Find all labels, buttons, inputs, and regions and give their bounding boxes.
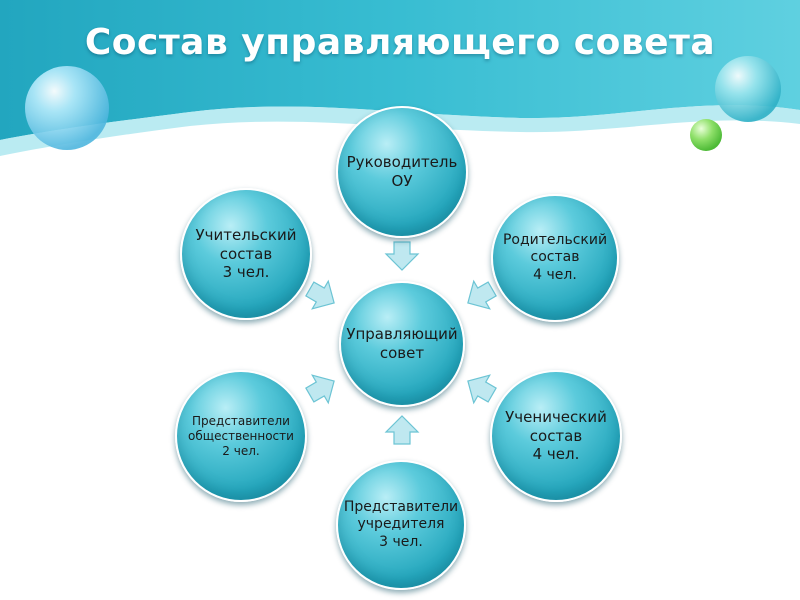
node-label: Ученический состав 4 чел. [505, 407, 607, 464]
node-head-of-school: Руководитель ОУ [336, 106, 468, 238]
node-public-representatives: Представители общественности 2 чел. [175, 370, 307, 502]
node-label: Представители общественности 2 чел. [188, 413, 294, 458]
decor-bubble-right [715, 56, 781, 122]
node-students: Ученический состав 4 чел. [490, 370, 622, 502]
arrow-from-top [384, 241, 420, 271]
arrow-from-top-right [467, 279, 497, 310]
arrow-from-top-left [305, 279, 335, 310]
node-founder-representatives: Представители учредителя 3 чел. [336, 460, 466, 590]
node-label: Родительский состав 4 чел. [502, 231, 608, 283]
decor-green-ball [690, 119, 722, 151]
node-center-label: Управляющий совет [346, 325, 458, 362]
decor-bubble-left [25, 66, 109, 150]
arrow-from-bottom [384, 415, 420, 445]
page-title: Состав управляющего совета [84, 22, 716, 63]
node-label: Представители учредителя 3 чел. [343, 498, 459, 550]
arrow-from-bottom-right [467, 374, 497, 405]
node-parents: Родительский состав 4 чел. [491, 194, 619, 322]
node-label: Руководитель ОУ [346, 153, 458, 190]
node-center-council: Управляющий совет [339, 281, 465, 407]
node-teachers: Учительский состав 3 чел. [180, 188, 312, 320]
node-label: Учительский состав 3 чел. [195, 225, 297, 282]
arrow-from-bottom-left [305, 374, 335, 405]
